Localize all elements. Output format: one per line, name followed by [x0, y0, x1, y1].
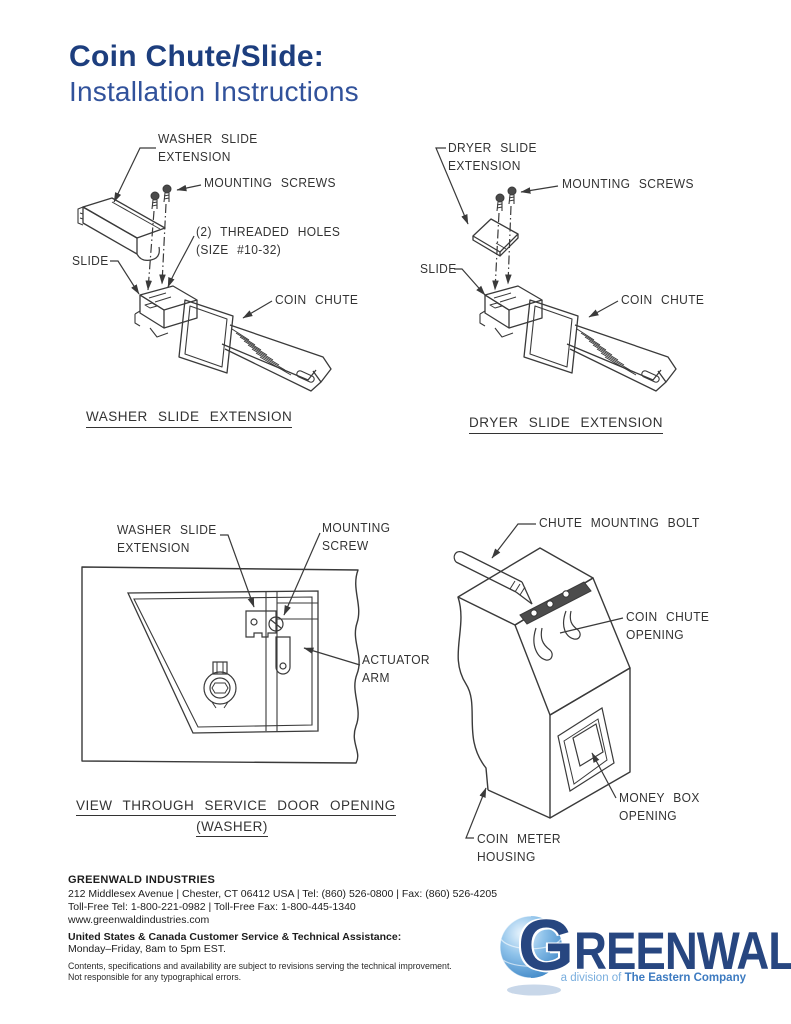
footer-disclaimer-line1: Contents, specifications and availabilit…	[68, 961, 452, 971]
label-coin-chute: COIN CHUTE	[275, 293, 359, 307]
label-actuator-arm: ACTUATOR ARM	[362, 653, 430, 685]
label-coin-meter-housing: COIN METER HOUSING	[477, 832, 561, 864]
lock-knob	[203, 661, 237, 709]
washer-diagram-drawing	[77, 147, 332, 392]
mounting-channel	[265, 592, 318, 731]
label-mounting-screws: MOUNTING SCREWS	[204, 176, 336, 190]
mounting-screws	[495, 186, 517, 212]
service-door-view-diagram: WASHER SLIDE EXTENSION MOUNTING SCREW AC…	[70, 515, 430, 850]
service-view-drawing	[81, 532, 361, 764]
brand-tagline: a division of The Eastern Company	[560, 972, 746, 984]
label-mounting-screw: MOUNTING SCREW	[322, 521, 391, 553]
dryer-slide-extension-diagram: DRYER SLIDE EXTENSION MOUNTING SCREWS SL…	[420, 128, 745, 445]
footer-website-link: www.greenwaldindustries.com	[68, 914, 210, 926]
dryer-extension-plate	[472, 218, 519, 257]
leader-lines	[435, 147, 619, 318]
chute-hooks	[533, 610, 581, 661]
footer-tollfree: Toll-Free Tel: 1-800-221-0982 | Toll-Fre…	[68, 901, 356, 913]
leader-lines	[110, 147, 273, 319]
mounting-screws	[150, 184, 172, 210]
housing-body	[457, 547, 631, 819]
greenwald-logo: GREENWALD a division of The Eastern Comp…	[498, 906, 791, 1004]
actuator-arm	[275, 636, 291, 675]
footer-disclaimer-line2: Not responsible for any typographical er…	[68, 972, 242, 982]
footer-address: 212 Middlesex Avenue | Chester, CT 06412…	[68, 888, 498, 900]
label-slide: SLIDE	[72, 254, 109, 268]
chute-mounting-bolt	[453, 551, 533, 605]
brand-rest: REENWALD	[574, 921, 791, 981]
globe-icon	[498, 915, 568, 996]
footer-support-hours: Monday–Friday, 8am to 5pm EST.	[68, 943, 226, 955]
label-mounting-screws: MOUNTING SCREWS	[562, 177, 694, 191]
washer-slide-extension-diagram: WASHER SLIDE EXTENSION MOUNTING SCREWS (…	[70, 128, 395, 445]
page-title: Coin Chute/Slide:	[69, 40, 325, 73]
page-subtitle: Installation Instructions	[69, 76, 359, 107]
label-slide: SLIDE	[420, 262, 457, 276]
footer-support-heading: United States & Canada Customer Service …	[68, 931, 402, 943]
dryer-diagram-drawing	[435, 147, 677, 392]
label-dryer-slide-extension: DRYER SLIDE EXTENSION	[448, 141, 537, 173]
leader-lines	[465, 523, 624, 839]
extension-bracket-detail	[245, 610, 284, 638]
service-door-frame	[81, 566, 360, 764]
leader-lines	[220, 532, 361, 666]
label-coin-chute: COIN CHUTE	[621, 293, 705, 307]
label-chute-mounting-bolt: CHUTE MOUNTING BOLT	[539, 516, 700, 530]
label-washer-slide-extension: WASHER SLIDE EXTENSION	[117, 523, 217, 555]
screw-centerlines	[492, 205, 512, 291]
coin-meter-housing-diagram: CHUTE MOUNTING BOLT COIN CHUTE OPENING M…	[440, 500, 785, 872]
brand-wordmark: GREENWALD	[518, 906, 791, 986]
screw-centerlines	[145, 203, 167, 291]
chute-screw-bumps	[530, 590, 570, 617]
footer-company-name: GREENWALD INDUSTRIES	[68, 874, 216, 886]
money-box-opening	[557, 707, 615, 792]
caption-dryer-diagram: DRYER SLIDE EXTENSION	[469, 415, 664, 434]
housing-drawing	[453, 523, 631, 839]
caption-washer-diagram: WASHER SLIDE EXTENSION	[86, 409, 293, 428]
label-washer-slide-extension: WASHER SLIDE EXTENSION	[158, 132, 258, 164]
brand-initial: G	[518, 906, 575, 986]
label-threaded-holes: (2) THREADED HOLES (SIZE #10-32)	[196, 225, 341, 257]
label-coin-chute-opening: COIN CHUTE OPENING	[626, 610, 710, 642]
caption-service-view: VIEW THROUGH SERVICE DOOR OPENING (WASHE…	[76, 795, 396, 837]
label-money-box-opening: MONEY BOX OPENING	[619, 791, 700, 823]
